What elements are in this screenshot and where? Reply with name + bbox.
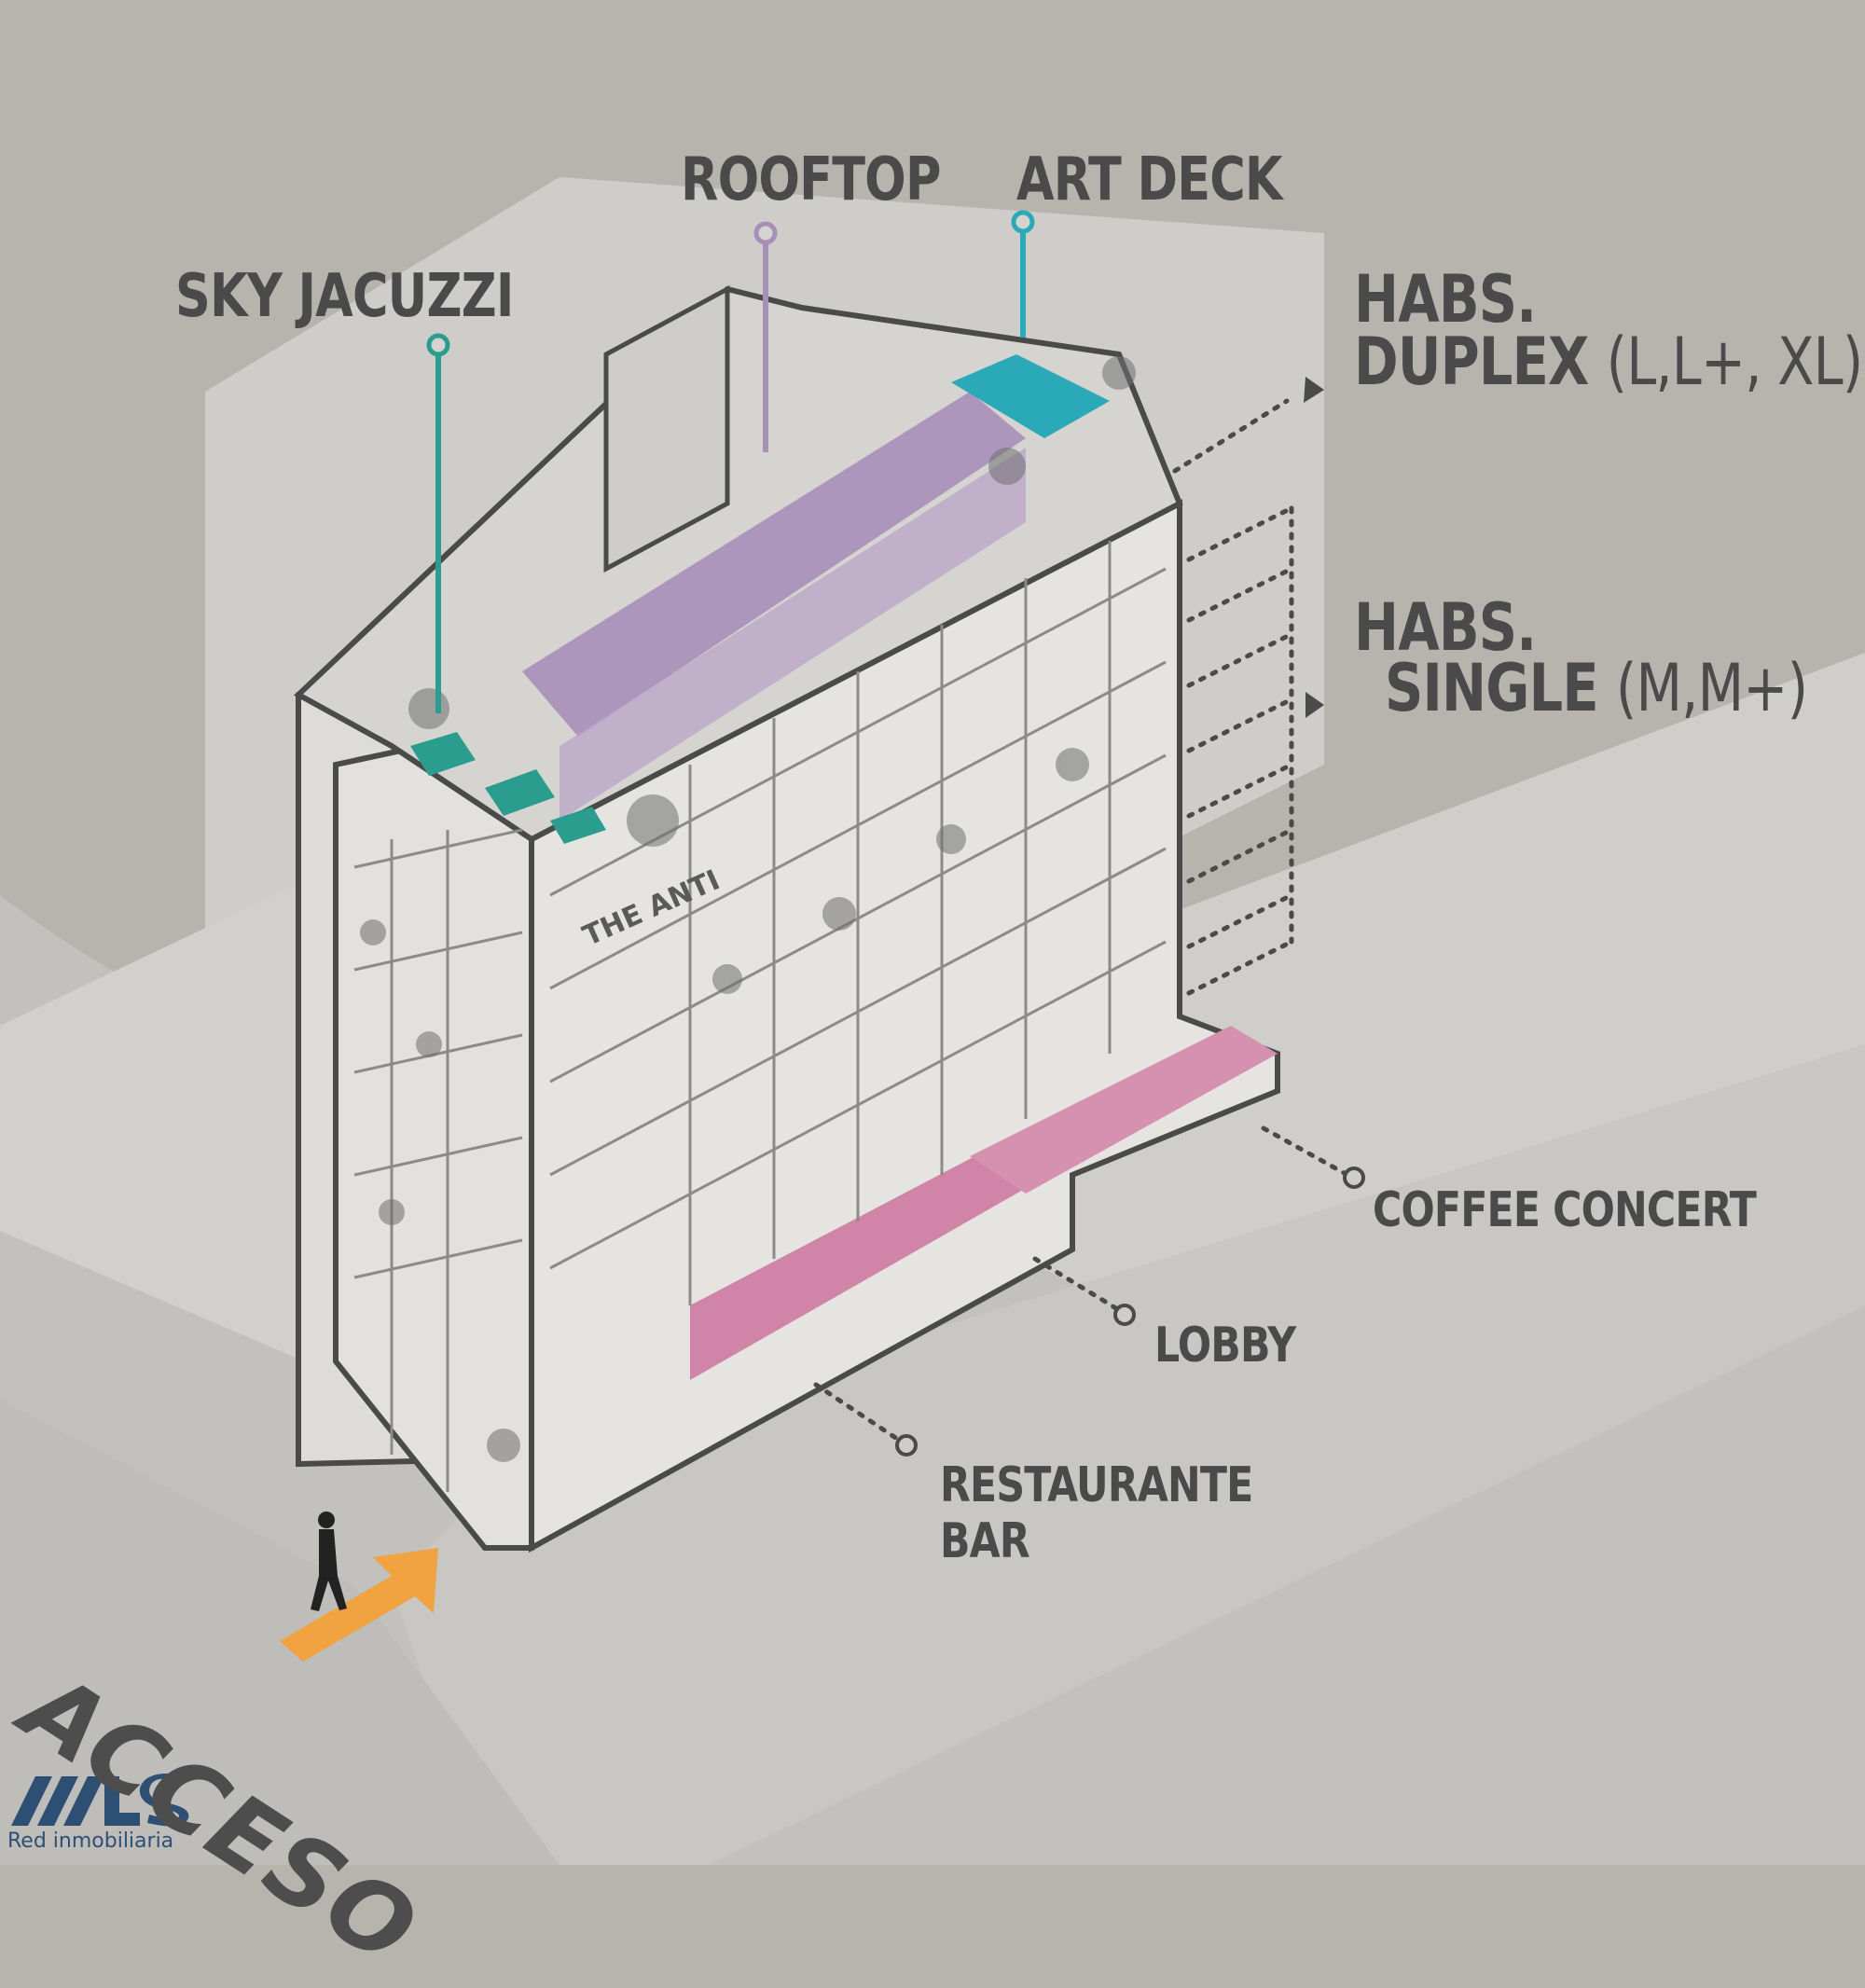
habs-single-type: SINGLE (M,M+) [1385, 656, 1808, 721]
jacuzzi-pool-1 [410, 732, 476, 776]
diagram-stage: ROOFTOP ART DECK SKY JACUZZI HABS. DUPLE… [0, 145, 1865, 1988]
callout-ring-icon [1011, 210, 1035, 234]
logo-subtitle: Red inmobiliaria [7, 1829, 174, 1853]
street-sidewalk [392, 1044, 1865, 1865]
isometric-building-diagram [0, 177, 1865, 1865]
coffee-concert-label: COFFEE CONCERT [1373, 1182, 1757, 1238]
logo-mark [11, 1773, 189, 1827]
habs-single-title: HABS. [1354, 589, 1537, 666]
habs-duplex-type: DUPLEX (L,L+, XL) [1354, 329, 1863, 394]
restaurante-label: RESTAURANTE [940, 1457, 1253, 1513]
lobby-area [970, 1026, 1278, 1194]
callout-ring-icon [895, 1434, 918, 1456]
rooftop-label: ROOFTOP [681, 145, 941, 214]
triangle-arrow-icon [1306, 692, 1324, 718]
jacuzzi-pool-3 [550, 807, 606, 844]
restaurante-bar-area [690, 1100, 1082, 1380]
street-road [0, 1399, 560, 1865]
lobby-label: LOBBY [1154, 1318, 1296, 1374]
building-main-facade [529, 499, 1280, 1553]
sky-jacuzzi-label: SKY JACUZZI [175, 262, 514, 331]
dotted-leaders [813, 398, 1350, 1443]
facade-plants [360, 356, 1136, 1462]
callout-ring-icon [1113, 1304, 1136, 1326]
rooftop-lower-level [560, 448, 1026, 821]
habs-single-word: SINGLE [1385, 650, 1599, 726]
callout-ring-icon [426, 333, 450, 357]
habs-duplex-title: HABS. [1354, 261, 1537, 338]
rooftop-area [522, 392, 1026, 737]
art-deck-area [951, 354, 1110, 438]
walking-person-icon [311, 1512, 347, 1611]
callout-ring-icon [753, 221, 778, 245]
art-deck-label: ART DECK [1016, 145, 1283, 214]
access-arrow-icon [280, 1548, 438, 1662]
habs-single-sizes: (M,M+) [1615, 650, 1808, 726]
roof-stair-tower [603, 284, 730, 573]
triangle-arrow-icon [1304, 377, 1324, 403]
habs-duplex-word: DUPLEX [1354, 324, 1589, 400]
bar-label: BAR [940, 1513, 1030, 1569]
callout-ring-icon [1343, 1167, 1365, 1189]
habs-duplex-sizes: (L,L+, XL) [1606, 324, 1864, 400]
jacuzzi-pool-2 [485, 769, 555, 816]
